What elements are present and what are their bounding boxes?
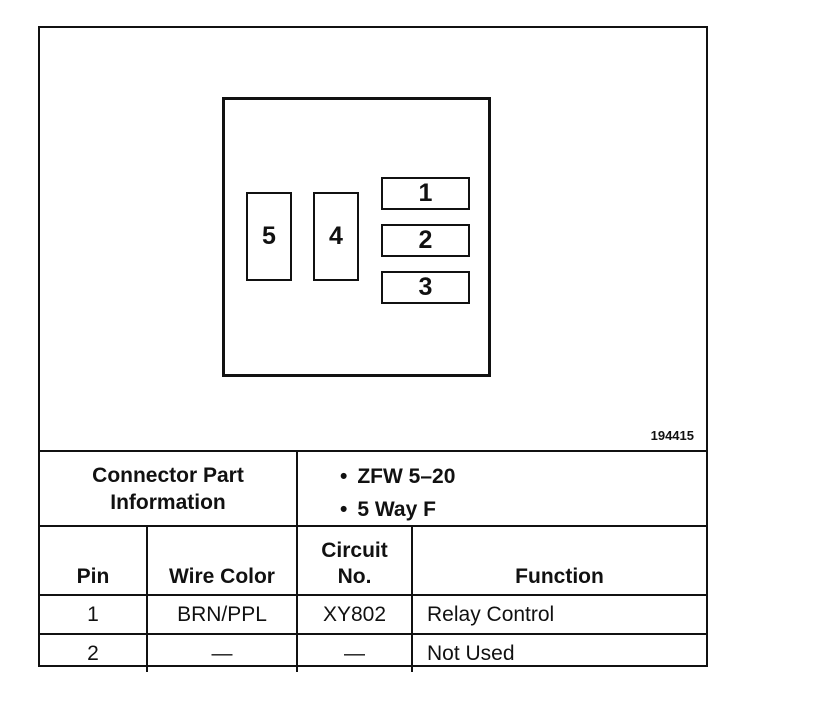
connector-face: 5 4 1 2 3 <box>222 97 491 377</box>
connector-sheet: 5 4 1 2 3 194415 Connector Part Informat… <box>38 26 708 672</box>
pin-cavity-4: 4 <box>313 192 359 281</box>
pin-table: Pin Wire Color Circuit No. Function 1 BR… <box>40 525 706 672</box>
header-circuit-no: Circuit No. <box>296 525 413 596</box>
info-label-line1: Connector Part <box>92 463 244 487</box>
pin-table-header: Pin Wire Color Circuit No. Function <box>40 525 706 596</box>
cell-pin: 1 <box>40 594 148 635</box>
connector-part-info-list: ZFW 5–20 5 Way F <box>340 460 455 526</box>
cell-function: Relay Control <box>411 594 706 635</box>
header-function: Function <box>411 525 706 596</box>
pin-cavity-5: 5 <box>246 192 292 281</box>
cell-wire-color: — <box>146 633 298 672</box>
cell-wire-color: BRN/PPL <box>146 594 298 635</box>
pin-cavity-2: 2 <box>381 224 470 257</box>
info-item-part-number: ZFW 5–20 <box>340 460 455 493</box>
header-circuit-line2: No. <box>337 565 372 588</box>
pin-cavity-1: 1 <box>381 177 470 210</box>
cell-circuit: — <box>296 633 413 672</box>
cell-pin: 2 <box>40 633 148 672</box>
cell-circuit: XY802 <box>296 594 413 635</box>
header-circuit-line1: Circuit <box>321 539 388 562</box>
pin-cavity-3: 3 <box>381 271 470 304</box>
connector-drawing: 5 4 1 2 3 194415 <box>40 28 706 452</box>
connector-part-info-label: Connector Part Information <box>40 452 298 525</box>
figure-number: 194415 <box>650 428 694 443</box>
header-wire-color: Wire Color <box>146 525 298 596</box>
info-item-way: 5 Way F <box>340 493 455 526</box>
info-label-line2: Information <box>110 490 226 514</box>
header-pin: Pin <box>40 525 148 596</box>
connector-part-info-row: Connector Part Information ZFW 5–20 5 Wa… <box>40 452 706 527</box>
cell-function: Not Used <box>411 633 706 672</box>
table-row: 2 — — Not Used <box>40 633 706 672</box>
table-row: 1 BRN/PPL XY802 Relay Control <box>40 594 706 635</box>
